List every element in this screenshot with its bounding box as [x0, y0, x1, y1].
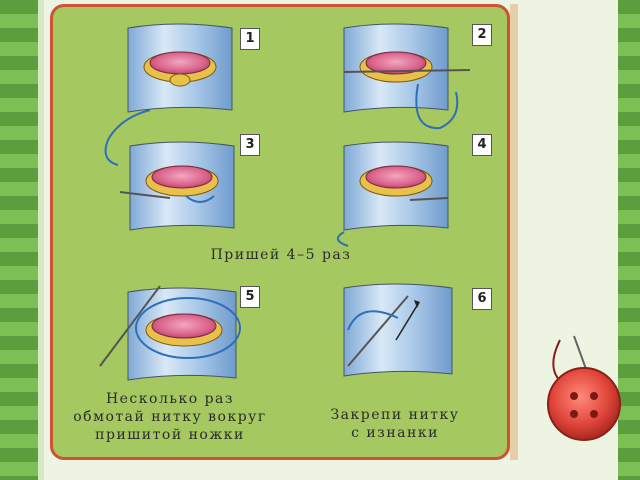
caption-sew-times: Пришей 4–5 раз	[210, 247, 352, 263]
caption-secure-line-2: с изнанки	[351, 425, 439, 441]
step-6-illustration	[343, 283, 453, 377]
step-number-4: 4	[472, 134, 492, 156]
left-decorative-border	[0, 0, 44, 480]
step-4-illustration	[337, 141, 449, 247]
step-5-illustration	[99, 285, 241, 381]
step-number-3: 3	[240, 134, 260, 156]
step-number-5: 5	[240, 286, 260, 308]
step-3-illustration	[119, 141, 235, 231]
caption-secure-line-1: Закрепи нитку	[330, 407, 460, 423]
step-number-2: 2	[472, 24, 492, 46]
caption-wrap-line-1: Несколько раз	[105, 391, 235, 407]
instruction-panel	[50, 4, 510, 460]
step-number-1: 1	[240, 28, 260, 50]
step-1-illustration	[104, 23, 233, 166]
caption-wrap-line-3: пришитой ножки	[95, 427, 245, 443]
step-number-6: 6	[472, 288, 492, 310]
right-decorative-border	[618, 0, 640, 480]
red-button-decoration	[547, 335, 621, 441]
panel-page-edge	[510, 4, 518, 460]
caption-wrap: Несколько раз обмотай нитку вокруг приши…	[60, 390, 280, 444]
caption-secure: Закрепи нитку с изнанки	[320, 406, 470, 442]
step-2-illustration	[343, 23, 471, 130]
caption-wrap-line-2: обмотай нитку вокруг	[73, 409, 267, 425]
